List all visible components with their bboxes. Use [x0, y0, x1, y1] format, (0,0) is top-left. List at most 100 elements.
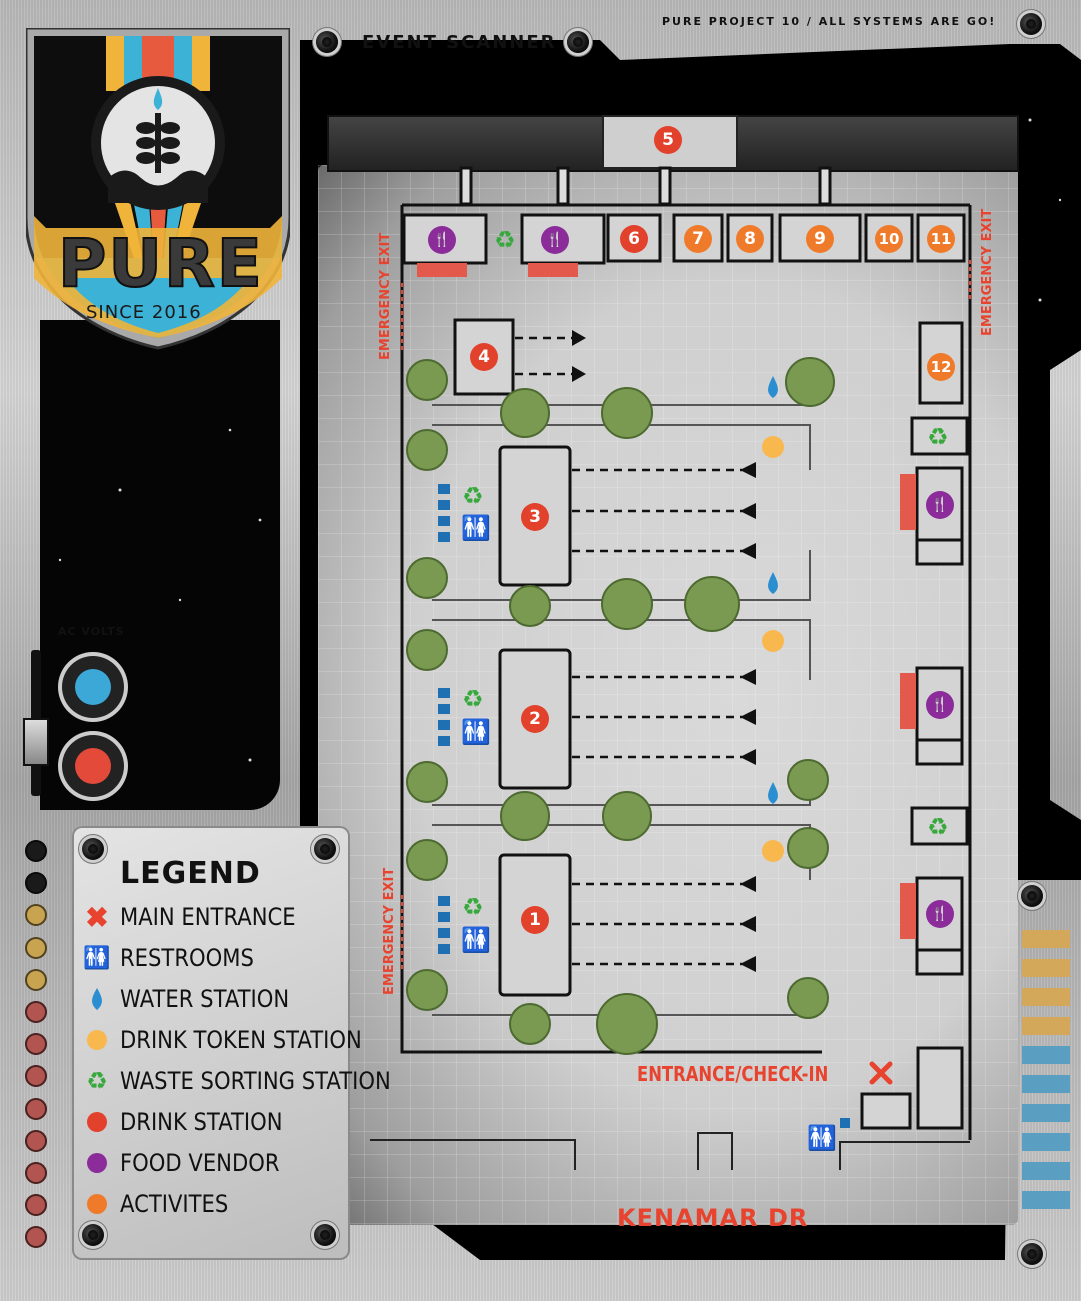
indicator-swatch [1022, 959, 1070, 977]
drink-dot-icon [84, 1109, 110, 1135]
legend-item-drink-token: DRINK TOKEN STATION [84, 1023, 395, 1057]
indicator-led [25, 1226, 47, 1248]
system-status-text: PURE PROJECT 10 / ALL SYSTEMS ARE GO! [662, 15, 997, 28]
indicator-led [25, 840, 47, 862]
screw-icon [1021, 885, 1043, 907]
legend-item-waste-sorting: ♻ WASTE SORTING STATION [84, 1064, 428, 1098]
legend-item-main-entrance: ✖ MAIN ENTRANCE [84, 900, 320, 934]
legend-label: FOOD VENDOR [120, 1149, 280, 1177]
legend-item-food-vendor: FOOD VENDOR [84, 1146, 301, 1180]
indicator-swatch [1022, 1191, 1070, 1209]
recycle-icon: ♻ [462, 893, 484, 921]
brand-wordmark: PURE [57, 224, 264, 303]
screw-icon [314, 1224, 336, 1246]
indicator-swatch [1022, 1104, 1070, 1122]
legend-item-restrooms: 🚻 RESTROOMS [83, 941, 272, 975]
indicator-led [25, 872, 47, 894]
restroom-icon: 🚻 [83, 945, 111, 970]
food-vendor-icon[interactable]: 🍴 [926, 691, 954, 719]
legend-item-activities: ACTIVITES [84, 1187, 243, 1221]
legend-label: RESTROOMS [120, 944, 254, 972]
marker-activity-9[interactable]: 9 [806, 225, 834, 253]
restroom-icon: 🚻 [461, 514, 491, 542]
restroom-icon: 🚻 [461, 718, 491, 746]
restroom-icon: 🚻 [807, 1124, 837, 1152]
red-dial-knob[interactable] [62, 735, 124, 797]
indicator-swatch [1022, 930, 1070, 948]
screw-icon [1020, 13, 1042, 35]
indicator-led [25, 937, 47, 959]
indicator-swatch [1022, 988, 1070, 1006]
food-vendor-icon[interactable]: 🍴 [541, 226, 569, 254]
indicator-swatch [1022, 1075, 1070, 1093]
space-panel-left [40, 320, 280, 810]
screw-icon [314, 838, 336, 860]
legend-title: LEGEND [120, 856, 261, 891]
x-mark-icon: ✖ [85, 901, 109, 933]
entrance-checkin-label: ENTRANCE/CHECK-IN [637, 1062, 829, 1086]
activity-dot-icon [84, 1191, 110, 1217]
indicator-led [25, 1065, 47, 1087]
marker-activity-8[interactable]: 8 [736, 225, 764, 253]
legend-label: DRINK TOKEN STATION [120, 1026, 362, 1054]
marker-drink-2[interactable]: 2 [521, 705, 549, 733]
indicator-swatch [1022, 1046, 1070, 1064]
marker-drink-3[interactable]: 3 [521, 503, 549, 531]
marker-activity-12[interactable]: 12 [927, 353, 955, 381]
marker-activity-10[interactable]: 10 [875, 225, 903, 253]
emergency-exit-label-right: EMERGENCY EXIT [980, 208, 995, 336]
emergency-exit-label-left-top: EMERGENCY EXIT [378, 232, 393, 360]
screw-icon [1021, 1243, 1043, 1265]
recycle-icon: ♻ [927, 423, 949, 451]
legend-item-drink-station: DRINK STATION [84, 1105, 305, 1139]
food-vendor-icon[interactable]: 🍴 [926, 900, 954, 928]
voltage-slider-handle[interactable] [23, 718, 49, 766]
indicator-swatch [1022, 1017, 1070, 1035]
food-vendor-icon[interactable]: 🍴 [428, 226, 456, 254]
legend-label: WASTE SORTING STATION [120, 1067, 391, 1095]
emergency-exit-label-left-bottom: EMERGENCY EXIT [382, 867, 397, 995]
recycle-icon: ♻ [86, 1067, 108, 1095]
food-vendor-icon[interactable]: 🍴 [926, 491, 954, 519]
token-dot-icon [84, 1027, 110, 1053]
restroom-icon: 🚻 [461, 926, 491, 954]
street-label: KENAMAR DR [617, 1204, 809, 1232]
legend-label: ACTIVITES [120, 1190, 229, 1218]
screw-icon [82, 838, 104, 860]
marker-activity-7[interactable]: 7 [684, 225, 712, 253]
indicator-led [25, 904, 47, 926]
red-dial-face [75, 748, 111, 784]
blue-dial-face [75, 669, 111, 705]
legend-item-water-station: WATER STATION [84, 982, 312, 1016]
indicator-led [25, 1194, 47, 1216]
screw-icon [82, 1224, 104, 1246]
pure-badge [26, 28, 290, 350]
marker-drink-5[interactable]: 5 [654, 126, 682, 154]
marker-activity-11[interactable]: 11 [927, 225, 955, 253]
blue-dial-knob[interactable] [62, 656, 124, 718]
legend-label: WATER STATION [120, 985, 290, 1013]
screw-icon [567, 31, 589, 53]
recycle-icon: ♻ [462, 482, 484, 510]
recycle-icon: ♻ [494, 226, 516, 254]
indicator-led [25, 1033, 47, 1055]
marker-drink-1[interactable]: 1 [521, 906, 549, 934]
indicator-led [25, 1162, 47, 1184]
legend-panel: LEGEND ✖ MAIN ENTRANCE 🚻 RESTROOMS WATER… [72, 826, 391, 1260]
indicator-led [25, 969, 47, 991]
marker-drink-4[interactable]: 4 [470, 343, 498, 371]
ac-volts-label: AC VOLTS [58, 625, 125, 638]
food-dot-icon [84, 1150, 110, 1176]
indicator-led [25, 1130, 47, 1152]
indicator-led [25, 1098, 47, 1120]
indicator-led [25, 1001, 47, 1023]
recycle-icon: ♻ [462, 685, 484, 713]
recycle-icon: ♻ [927, 813, 949, 841]
since-label: SINCE 2016 [86, 302, 202, 323]
screw-icon [316, 31, 338, 53]
marker-drink-6[interactable]: 6 [620, 225, 648, 253]
event-scanner-title: EVENT SCANNER [362, 32, 557, 53]
legend-label: DRINK STATION [120, 1108, 283, 1136]
indicator-swatch [1022, 1133, 1070, 1151]
